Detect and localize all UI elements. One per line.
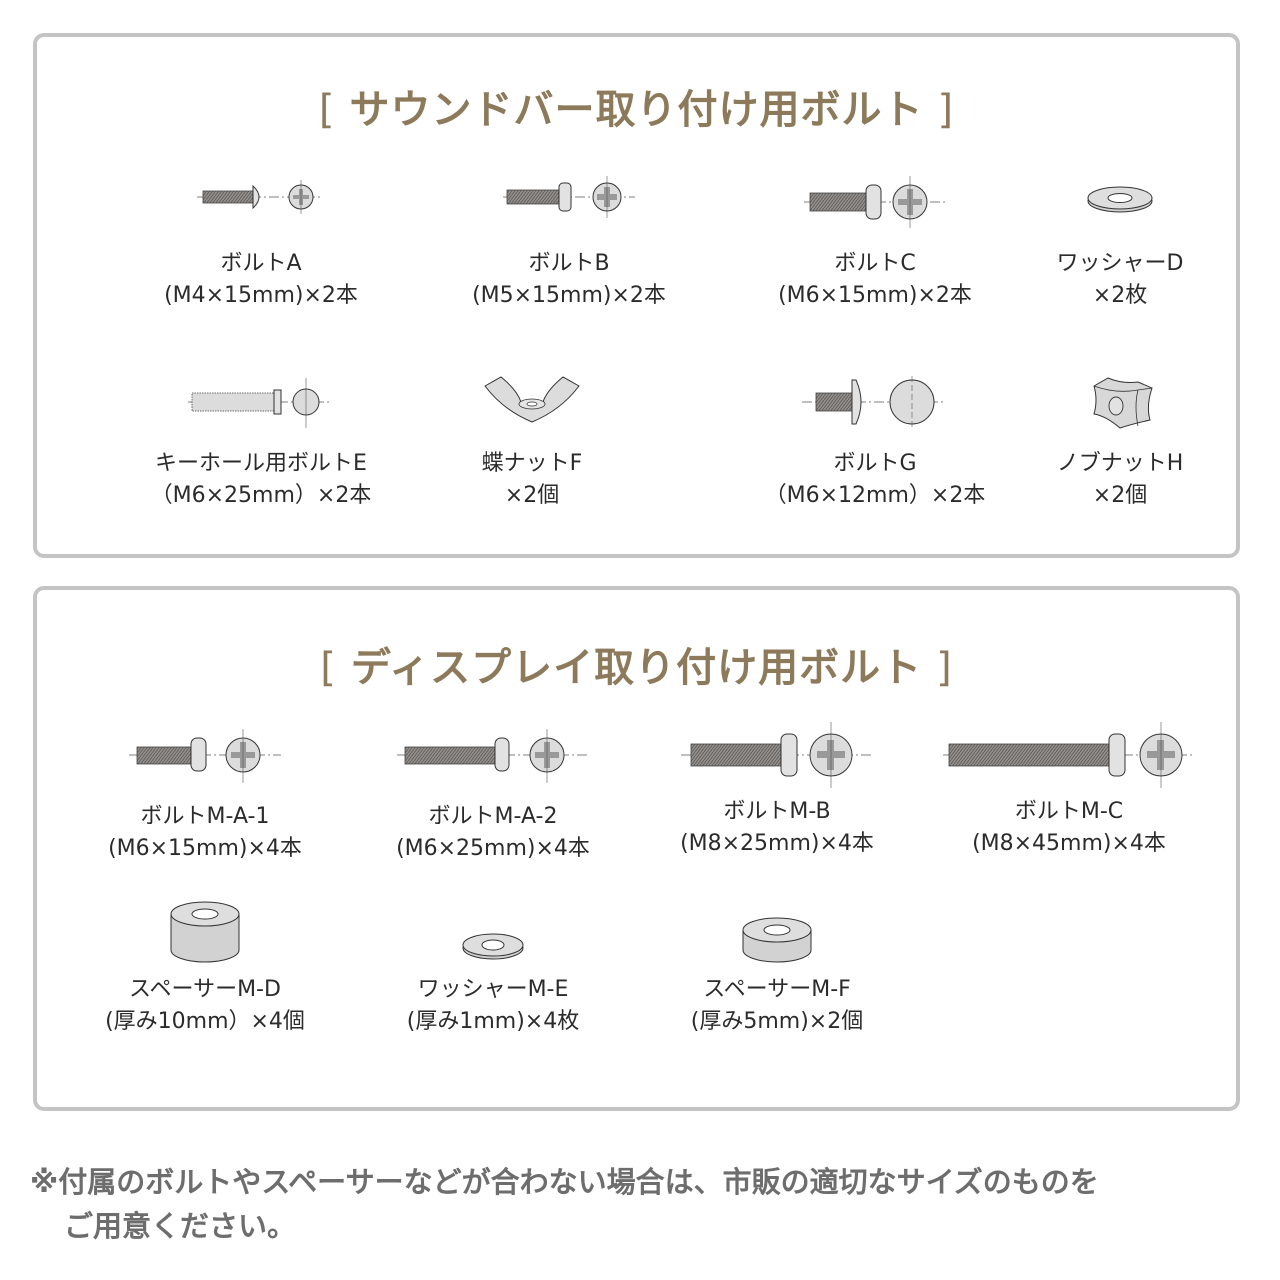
wing-nut-icon	[484, 376, 580, 423]
part-washer-m-e: ワッシャーM-E (厚み1mm)×4枚	[343, 898, 643, 1038]
display-section-title: [ディスプレイ取り付け用ボルト]	[320, 645, 953, 691]
part-bolt-a: ボルトA (M4×15mm)×2本	[111, 172, 411, 312]
part-keyhole-bolt-e: キーホール用ボルトE （M6×25mm）×2本	[111, 372, 411, 512]
part-bolt-m-a-1: ボルトM-A-1 (M6×15mm)×4本	[55, 725, 355, 865]
keyhole-bolt-icon	[188, 378, 332, 428]
part-bolt-m-c: ボルトM-C (M8×45mm)×4本	[919, 720, 1219, 860]
spacer-icon	[742, 917, 812, 963]
footnote-line-2: ご用意ください。	[64, 1209, 297, 1243]
footnote: ※付属のボルトやスペーサーなどが合わない場合は、市販の適切なサイズのものを ご用…	[30, 1160, 1099, 1248]
part-washer-d: ワッシャーD ×2枚	[970, 172, 1270, 312]
washer-icon	[1087, 186, 1153, 213]
pan-head-bolt-icon	[943, 722, 1195, 788]
part-knob-nut-h: ノブナットH ×2個	[970, 372, 1270, 512]
washer-icon	[462, 933, 524, 960]
pan-head-bolt-icon	[197, 180, 323, 214]
knob-nut-icon	[1093, 377, 1153, 429]
display-bolts-panel: [ディスプレイ取り付け用ボルト] ボルトM-A-1 (M6×15mm)×4本	[33, 586, 1240, 1111]
soundbar-bolts-panel: [サウンドバー取り付け用ボルト] ボルトA (M4×15mm)×2本	[33, 33, 1240, 558]
part-bolt-m-b: ボルトM-B (M8×25mm)×4本	[627, 720, 927, 860]
part-spacer-m-d: スペーサーM-D (厚み10mm）×4個	[55, 898, 355, 1038]
pan-head-bolt-icon	[503, 176, 635, 218]
soundbar-section-title: [サウンドバー取り付け用ボルト]	[318, 87, 955, 133]
pan-head-bolt-icon	[681, 722, 873, 788]
spacer-icon	[170, 901, 240, 963]
part-bolt-g: ボルトG （M6×12mm）×2本	[725, 372, 1025, 512]
part-bolt-c: ボルトC (M6×15mm)×2本	[725, 172, 1025, 312]
part-bolt-b: ボルトB (M5×15mm)×2本	[419, 172, 719, 312]
pan-head-bolt-icon	[397, 729, 589, 783]
pan-head-bolt-icon	[804, 176, 946, 228]
part-spacer-m-f: スペーサーM-F (厚み5mm)×2個	[627, 898, 927, 1038]
part-wing-nut-f: 蝶ナットF ×2個	[382, 372, 682, 512]
part-bolt-m-a-2: ボルトM-A-2 (M6×25mm)×4本	[343, 725, 643, 865]
flat-head-bolt-icon	[802, 376, 946, 428]
pan-head-bolt-icon	[129, 729, 281, 783]
footnote-line-1: ※付属のボルトやスペーサーなどが合わない場合は、市販の適切なサイズのものを	[30, 1165, 1099, 1199]
